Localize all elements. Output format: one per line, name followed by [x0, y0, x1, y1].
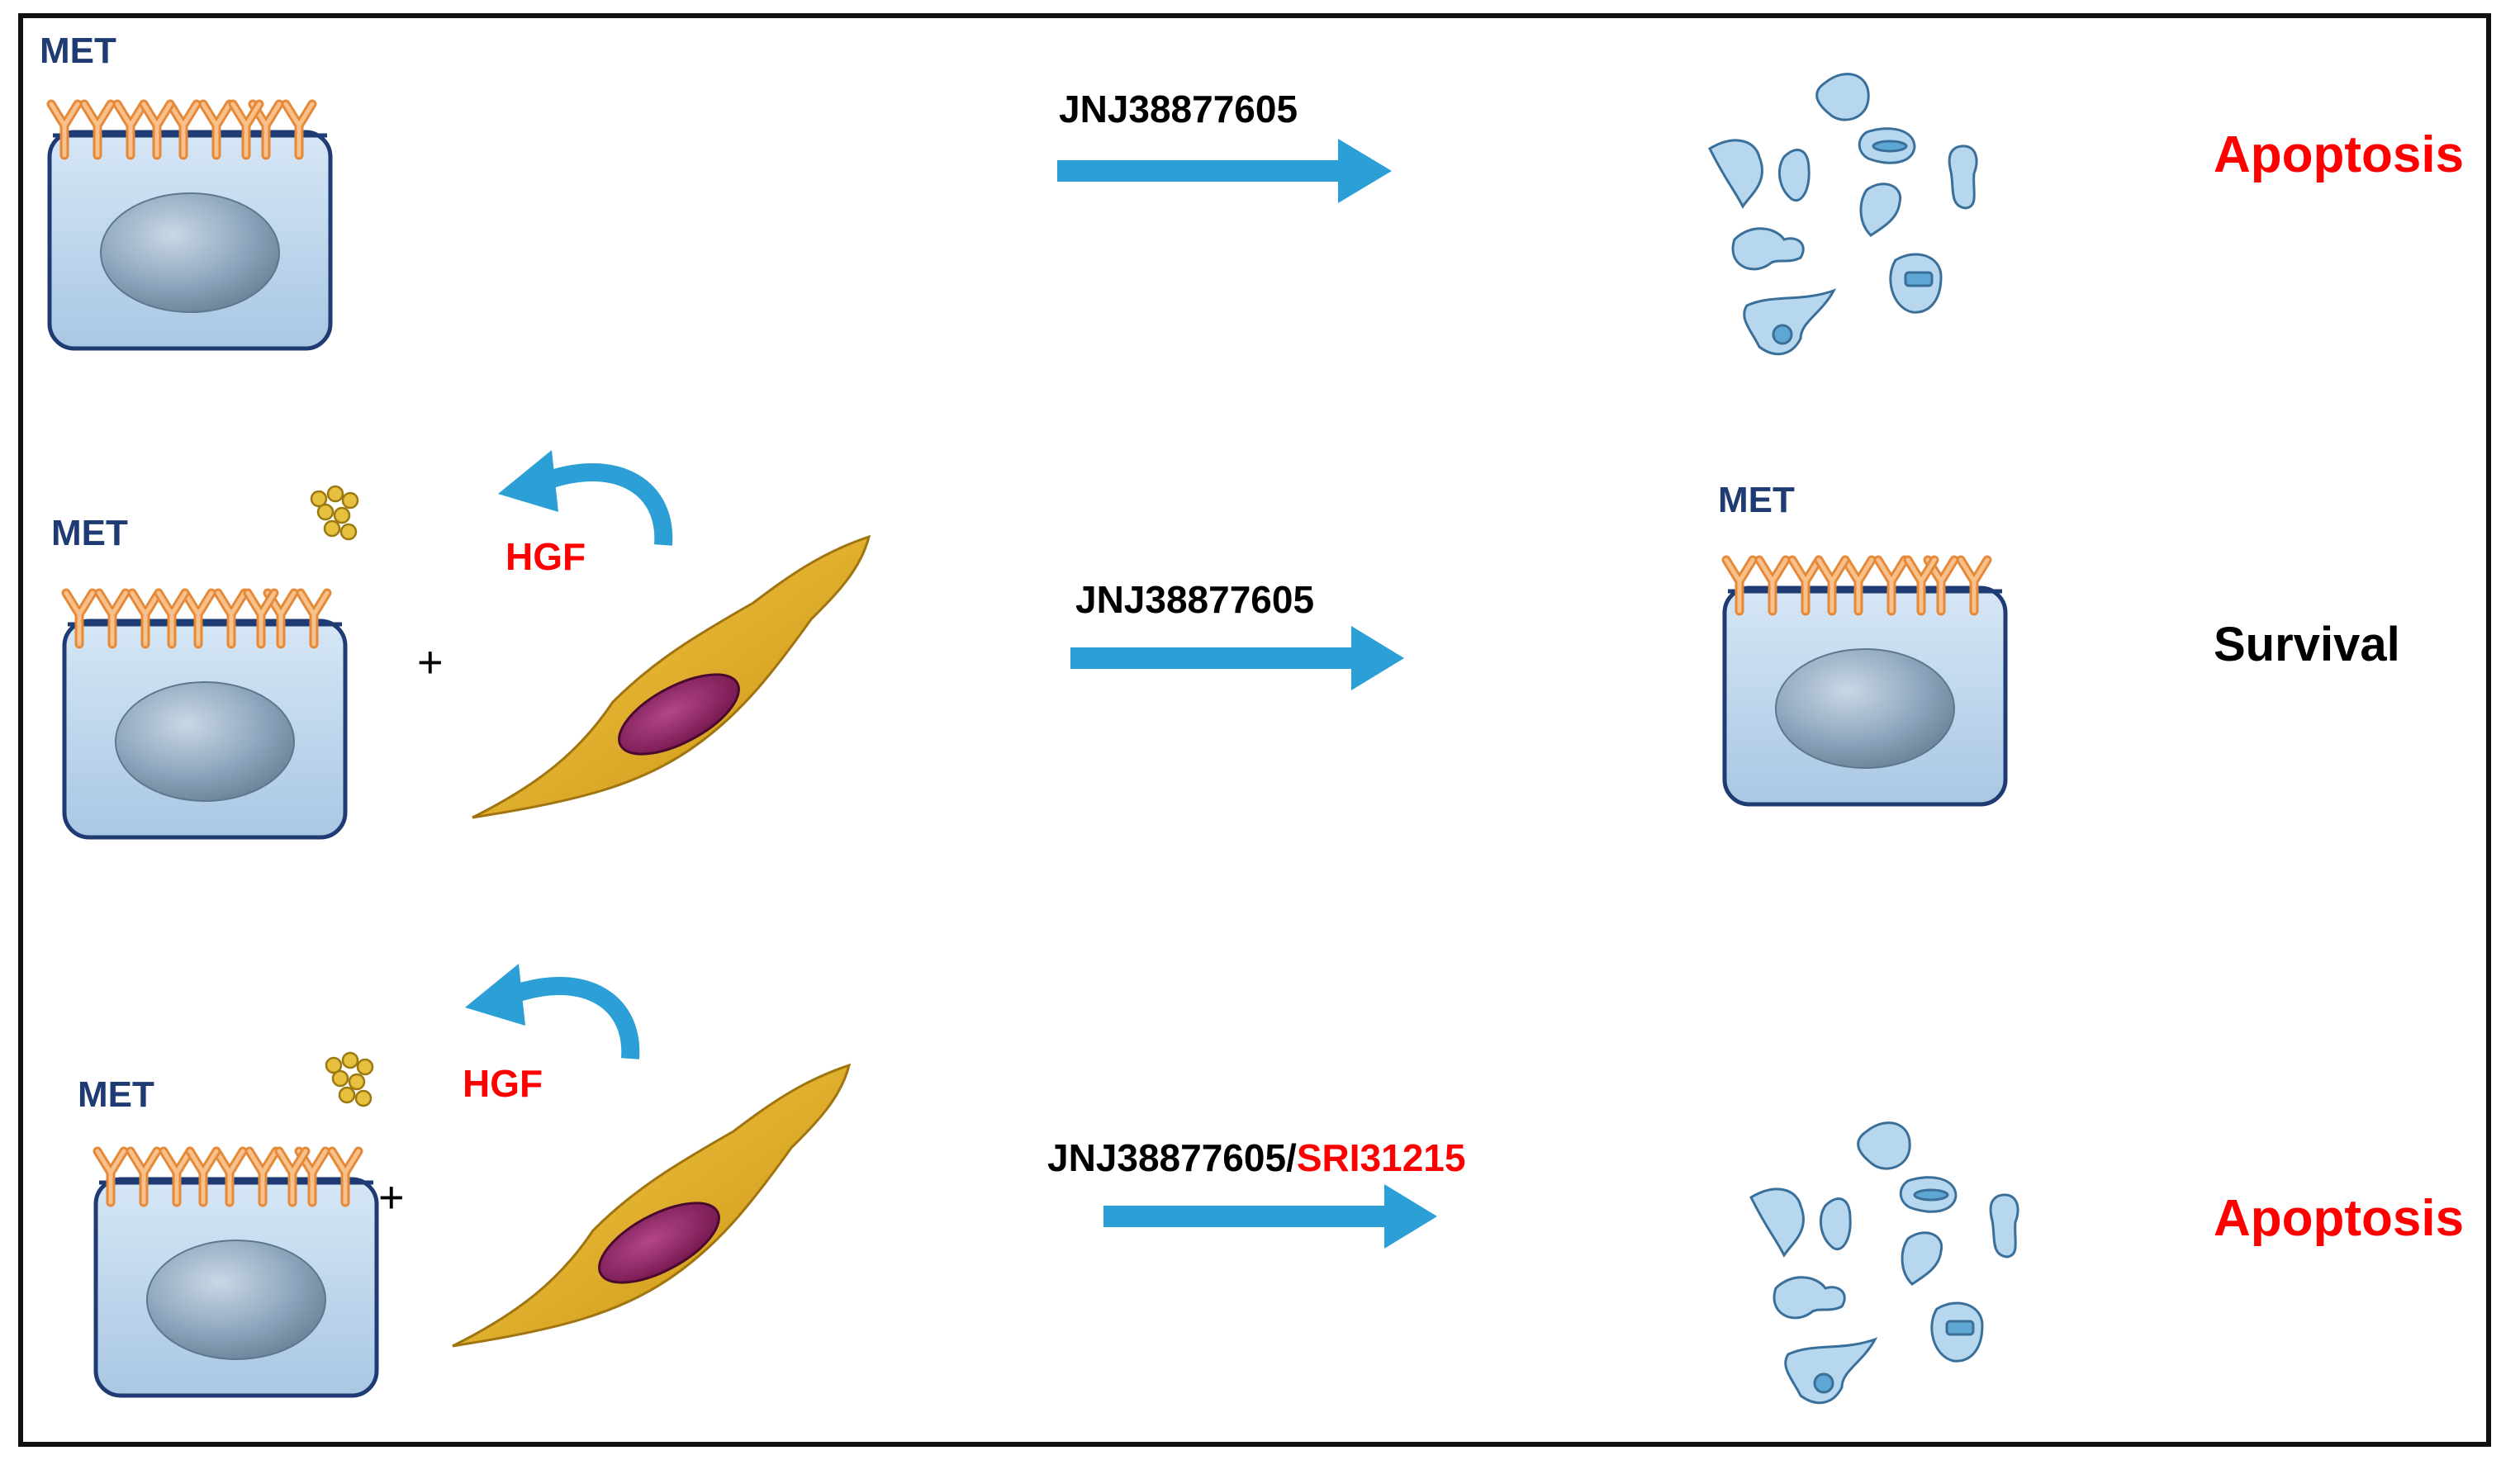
- row3-outcome-label: Apoptosis: [2214, 1190, 2464, 1247]
- row3-met-label: MET: [78, 1074, 154, 1115]
- row2-hgf-label: HGF: [505, 535, 586, 578]
- row2-hgf-particles-icon: [310, 485, 359, 541]
- row3: MET + HGF JNJ38877605/SRI31215 Apoptosis: [78, 964, 2464, 1405]
- row2-surviving-cell-icon: [1725, 560, 2005, 804]
- row2-met-label: MET: [51, 513, 128, 553]
- row2-plus-sign: +: [417, 638, 444, 687]
- row3-drug-label: JNJ38877605/SRI31215: [1047, 1136, 1465, 1179]
- row3-hgf-label: HGF: [463, 1062, 543, 1105]
- row3-drug-label-secondary: SRI31215: [1297, 1136, 1466, 1179]
- row2-outcome-label: Survival: [2214, 618, 2400, 671]
- row3-plus-sign: +: [378, 1173, 405, 1222]
- row2-drug-label: JNJ38877605: [1075, 578, 1314, 621]
- row2-result-met-label: MET: [1718, 480, 1795, 520]
- row1: MET JNJ38877605 Apoptosis: [40, 31, 2464, 356]
- row2-fibroblast-icon: [471, 535, 871, 819]
- row1-drug-label: JNJ38877605: [1059, 88, 1298, 130]
- row2-met-cell-icon: [64, 593, 345, 837]
- row1-met-label: MET: [40, 31, 116, 71]
- row3-fibroblast-icon: [451, 1064, 851, 1348]
- row2-hgf-curved-arrow-icon: [498, 450, 663, 545]
- row3-drug-label-primary: JNJ38877605/: [1047, 1136, 1297, 1179]
- row3-hgf-curved-arrow-icon: [465, 964, 630, 1059]
- row3-apoptotic-cells-icon: [1749, 1121, 2019, 1405]
- row1-arrow-icon: [1057, 139, 1392, 203]
- row3-hgf-particles-icon: [325, 1051, 374, 1107]
- row2-arrow-icon: [1070, 626, 1404, 690]
- row2: MET + HGF JNJ38877605 MET Survival: [51, 450, 2400, 837]
- row1-met-cell-icon: [50, 104, 330, 348]
- row3-met-cell-icon: [96, 1151, 377, 1396]
- row1-outcome-label: Apoptosis: [2214, 126, 2464, 183]
- row3-arrow-icon: [1103, 1184, 1437, 1249]
- row1-apoptotic-cells-icon: [1708, 73, 1978, 356]
